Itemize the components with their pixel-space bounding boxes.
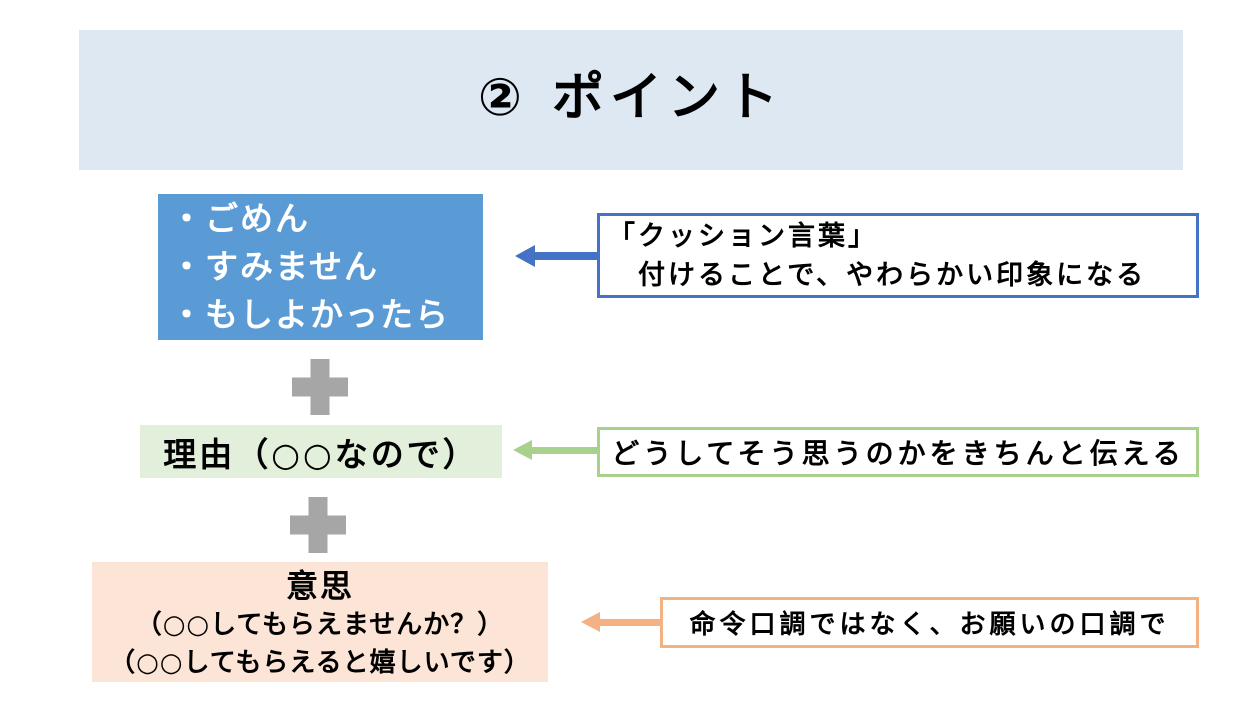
intent-line: （○○してもらえると嬉しいです） bbox=[109, 648, 531, 678]
title-banner: ② ポイント bbox=[79, 30, 1183, 170]
intent-callout-box: 命令口調ではなく、お願いの口調で bbox=[660, 597, 1199, 648]
intent-box: 意思 （○○してもらえませんか？） （○○してもらえると嬉しいです） bbox=[92, 562, 548, 682]
cushion-word-line: ・もしよかったら bbox=[170, 295, 450, 334]
reason-label: 理由（○○なので） bbox=[163, 434, 479, 474]
left-arrow-icon bbox=[513, 440, 597, 460]
cushion-word-line: ・すみません bbox=[170, 247, 380, 286]
callout-line: 命令口調ではなく、お願いの口調で bbox=[689, 610, 1170, 640]
reason-callout-box: どうしてそう思うのかをきちんと伝える bbox=[597, 427, 1199, 477]
intent-line: （○○してもらえませんか？） bbox=[135, 610, 505, 640]
page-title: ② ポイント bbox=[477, 67, 785, 128]
callout-line: 「クッション言葉」 bbox=[608, 221, 878, 252]
arrow-shaft bbox=[600, 618, 660, 626]
plus-icon bbox=[292, 359, 348, 415]
arrow-shaft bbox=[532, 446, 597, 454]
arrow-head bbox=[513, 440, 532, 460]
callout-line: 付けることで、やわらかい印象になる bbox=[608, 260, 1147, 291]
left-arrow-icon bbox=[581, 612, 660, 632]
left-arrow-icon bbox=[515, 245, 597, 267]
arrow-head bbox=[581, 612, 600, 632]
plus-icon bbox=[290, 497, 346, 553]
intent-title: 意思 bbox=[285, 567, 354, 605]
callout-line: どうしてそう思うのかをきちんと伝える bbox=[611, 437, 1185, 470]
reason-box: 理由（○○なので） bbox=[140, 425, 502, 478]
arrow-shaft bbox=[535, 252, 597, 260]
arrow-head bbox=[515, 245, 535, 267]
cushion-words-box: ・ごめん ・すみません ・もしよかったら bbox=[158, 194, 483, 340]
cushion-word-line: ・ごめん bbox=[170, 199, 310, 238]
cushion-callout-box: 「クッション言葉」 付けることで、やわらかい印象になる bbox=[597, 213, 1199, 298]
